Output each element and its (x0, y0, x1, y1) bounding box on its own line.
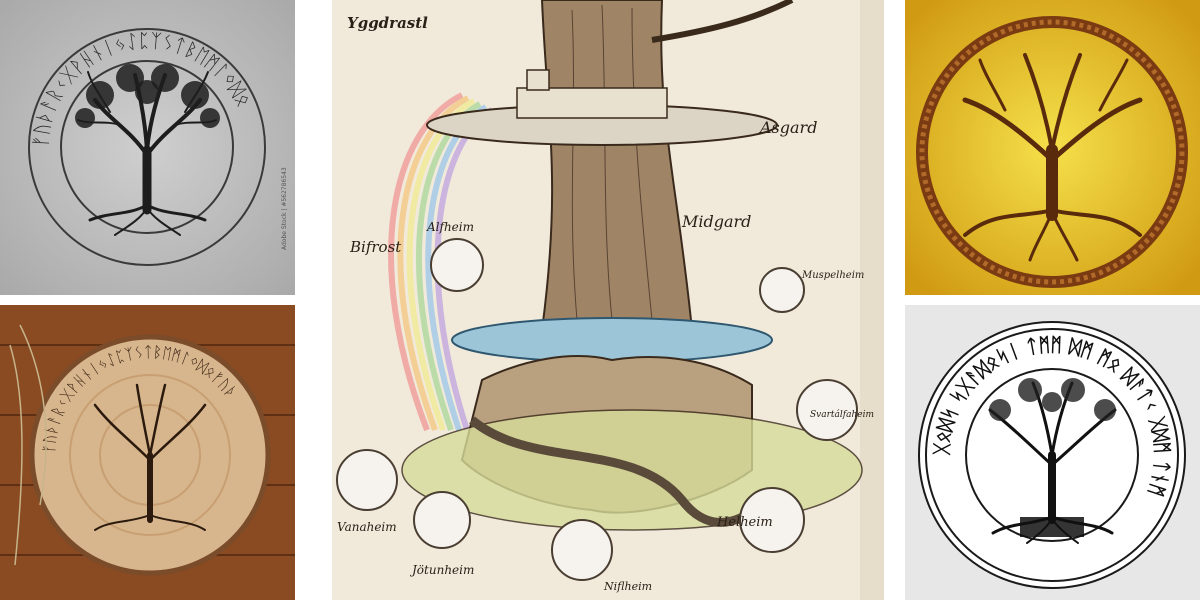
golden-tree-icon (962, 53, 1143, 262)
label-jotunheim: Jötunheim (412, 563, 475, 577)
label-niflheim: Niflheim (604, 580, 653, 593)
label-bifrost: Bifrost (350, 238, 402, 256)
stone-rune-tree-image: ᚠᚢᚦᚨᚱᚲᚷᚹᚺᚾᛁᛃᛇᛈᛉᛊᛏᛒᛖᛗᛚᛜᛞᛟ Adobe Stock | #… (0, 0, 295, 295)
white-rune-sticker-image: ᚷᛟᛞᛋ ᛋᚷᚨᛞᛟᛋᛁ ᛏᛗᛗ ᛞᛗ ᛗᛟ ᛞᚨᛏᚲ ᚷᛞᛗ ᛏᚾᛗ (905, 305, 1200, 600)
sketch-title: Yggdrastl (347, 14, 428, 32)
yggdrasil-sketch-panel: Yggdrastl Asgard Midgard Bifrost Alfheim… (332, 0, 884, 600)
wood-tree-icon (93, 383, 207, 531)
yggdrasil-sketch-image (332, 0, 884, 600)
wood-slice-tree-image: ᚠᚢᚦᚨᚱᚲᚷᚹᚺᚾᛁᛃᛇᛈᛉᛊᛏᛒᛖᛗᛚᛜᛞᛟᚠᚢᚦ (0, 305, 295, 600)
label-helheim: Helheim (717, 515, 773, 530)
stone-rune-tree-panel: ᚠᚢᚦᚨᚱᚲᚷᚹᚺᚾᛁᛃᛇᛈᛉᛊᛏᛒᛖᛗᛚᛜᛞᛟ Adobe Stock | #… (0, 0, 295, 295)
wood-slice-tree-panel: ᚠᚢᚦᚨᚱᚲᚷᚹᚺᚾᛁᛃᛇᛈᛉᛊᛏᛒᛖᛗᛚᛜᛞᛟᚠᚢᚦ (0, 305, 295, 600)
label-vanaheim: Vanaheim (337, 520, 397, 534)
stock-watermark: Adobe Stock | #562786543 (281, 167, 288, 250)
label-alfheim: Alfheim (427, 220, 474, 234)
realm-spheres (336, 238, 858, 581)
label-muspelheim: Muspelheim (802, 270, 865, 281)
label-asgard: Asgard (760, 118, 818, 137)
golden-serpent-tree-panel (905, 0, 1200, 295)
golden-serpent-tree-image (905, 0, 1200, 295)
white-rune-sticker-panel: ᚷᛟᛞᛋ ᛋᚷᚨᛞᛟᛋᛁ ᛏᛗᛗ ᛞᛗ ᛗᛟ ᛞᚨᛏᚲ ᚷᛞᛗ ᛏᚾᛗ (905, 305, 1200, 600)
label-midgard: Midgard (682, 212, 752, 231)
label-svartalfaheim: Svartálfaheim (810, 410, 875, 420)
